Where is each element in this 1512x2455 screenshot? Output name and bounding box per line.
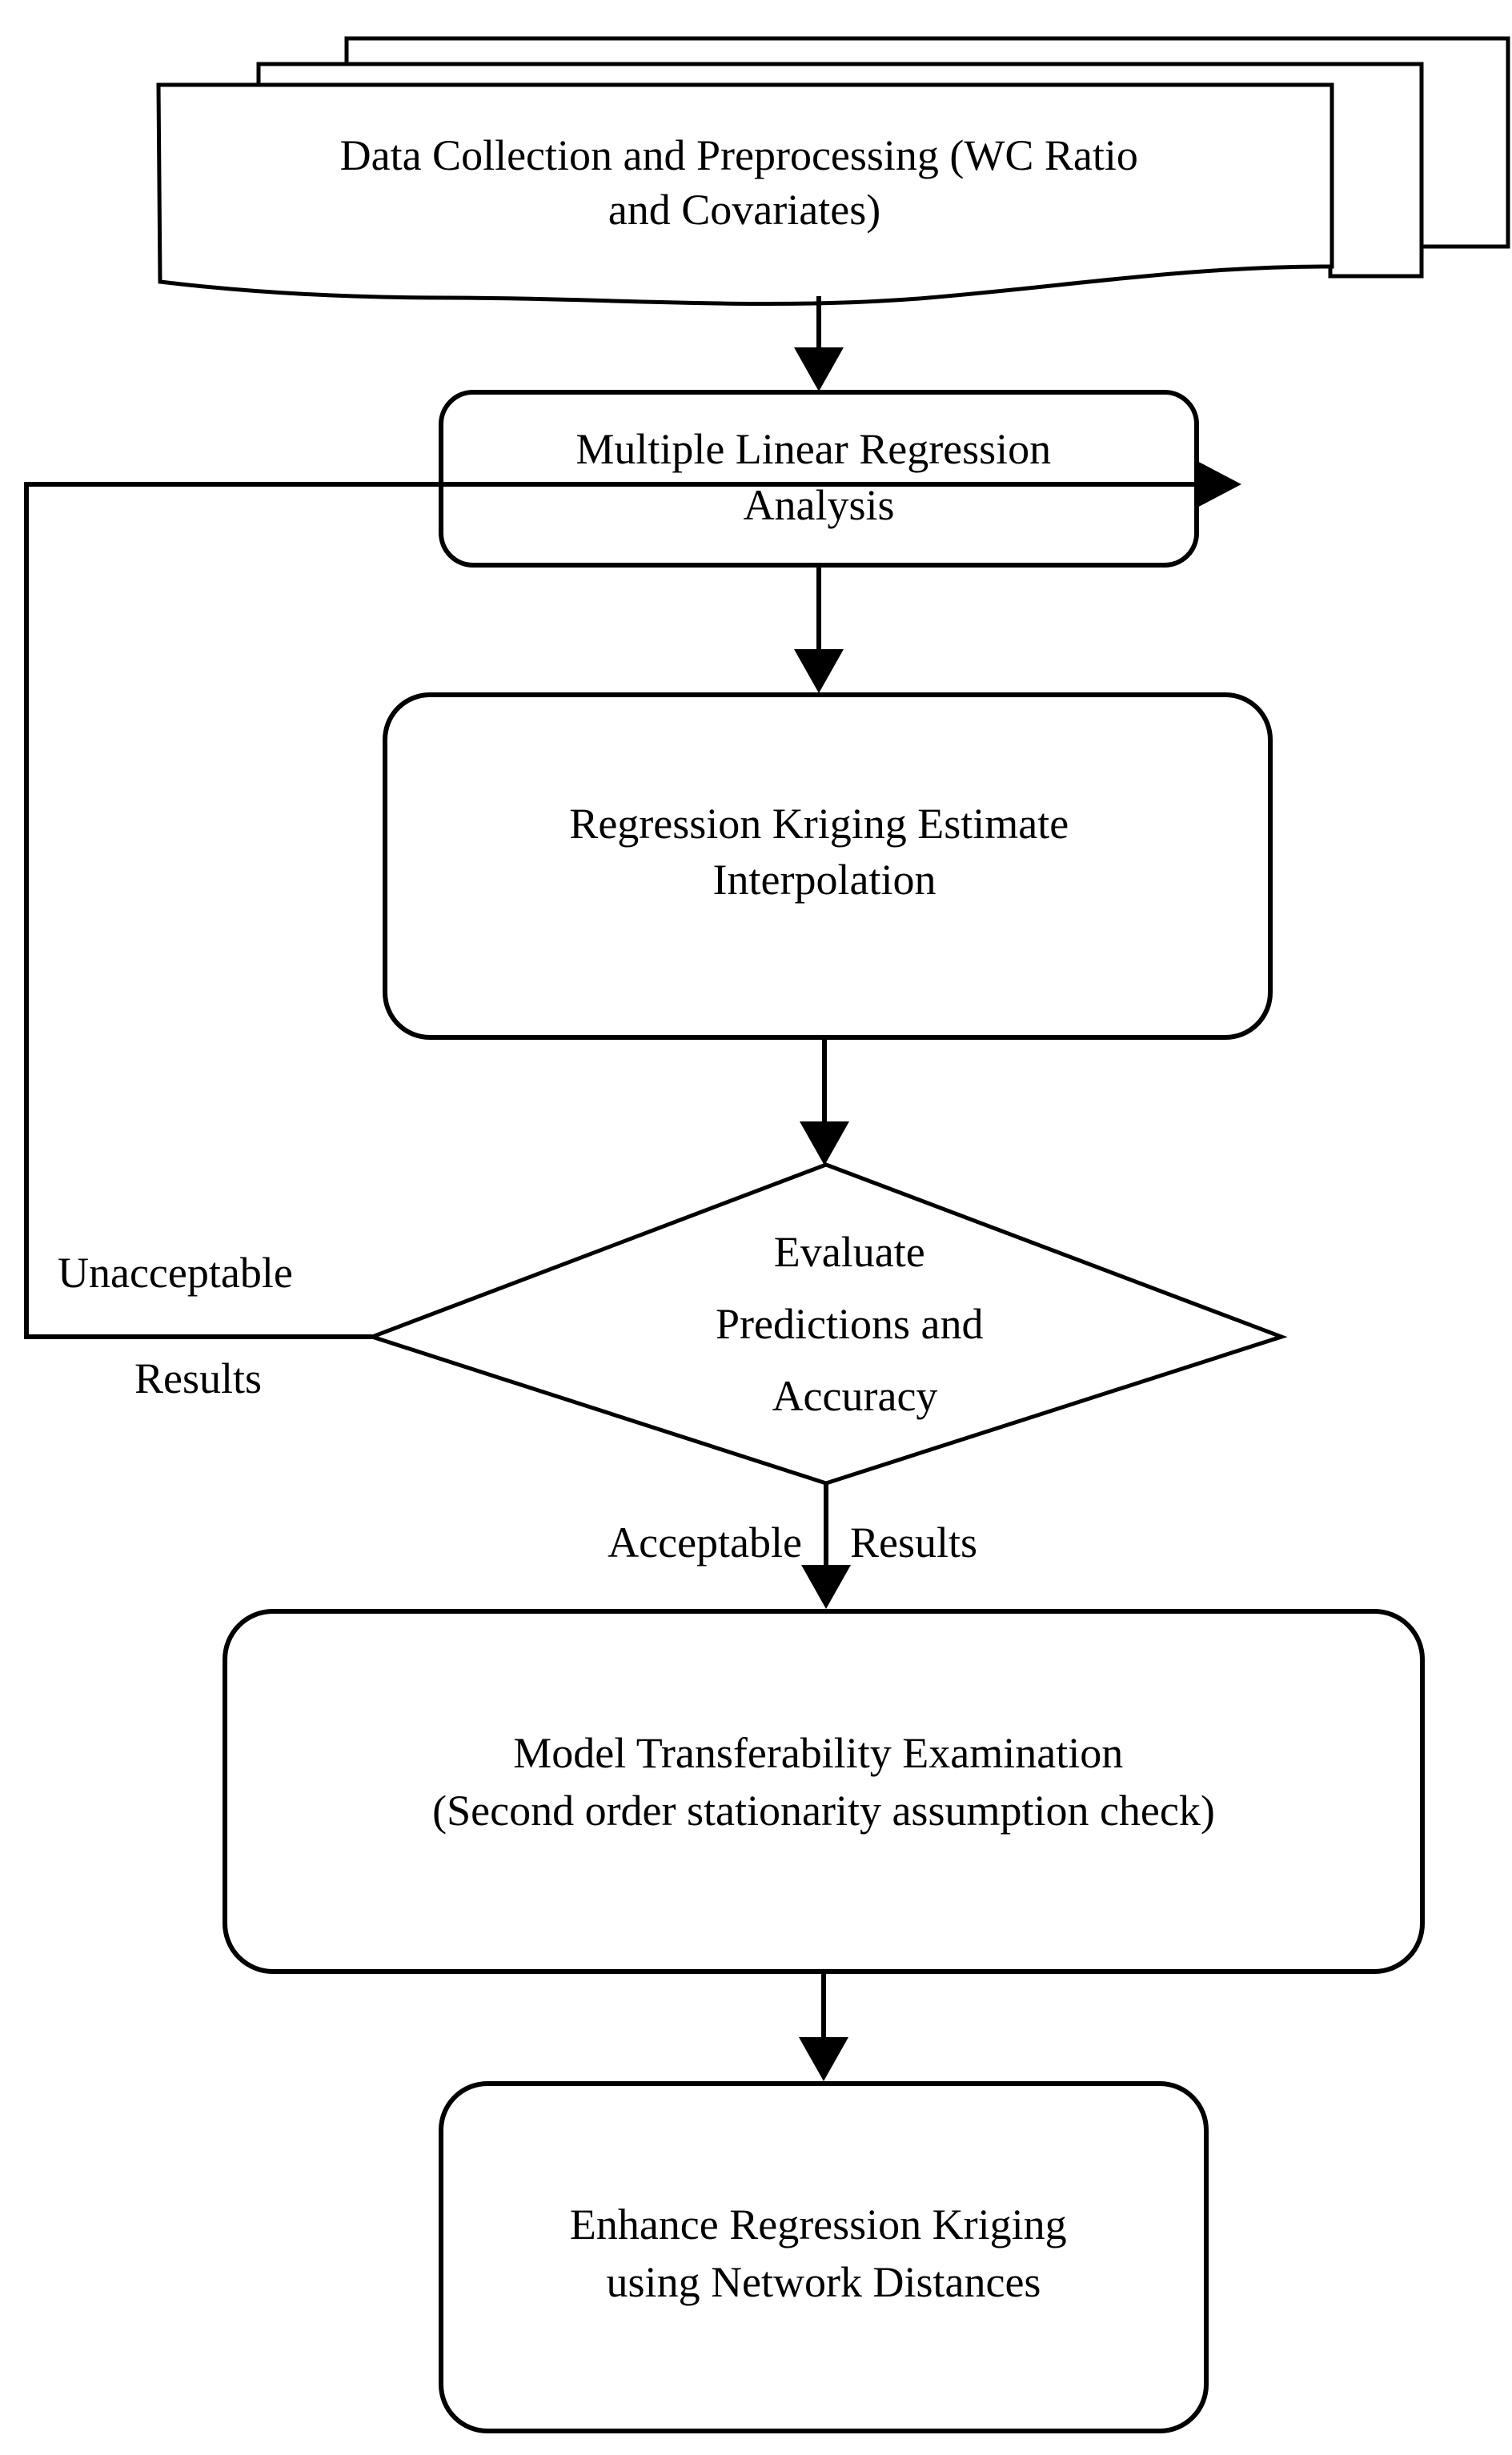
node-data-collection[interactable]: Data Collection and Preprocessing (WC Ra…	[156, 36, 1510, 307]
edge-transferability-to-enhance	[799, 1973, 848, 2081]
node-evaluate-line3: Accuracy	[772, 1372, 938, 1420]
node-mlr-line2: Analysis	[744, 481, 895, 529]
edge-label-results-word: Results	[850, 1518, 977, 1566]
node-evaluate-text: Evaluate Predictions and Accuracy	[716, 1228, 994, 1420]
edge-label-acceptable-word: Acceptable	[608, 1518, 802, 1566]
node-regression-kriging-interpolation[interactable]: Regression Kriging Estimate Interpolatio…	[383, 692, 1273, 1040]
edge-evaluate-acceptable-to-transferability	[801, 1483, 851, 1609]
arrow-head-down	[794, 649, 844, 693]
node-transferability-box	[223, 1609, 1425, 1974]
node-kriging-text: Regression Kriging Estimate Interpolatio…	[569, 800, 1079, 904]
node-transferability-line2: (Second order stationarity assumption ch…	[432, 1787, 1215, 1835]
node-multiple-linear-regression[interactable]: Multiple Linear Regression Analysis	[439, 390, 1199, 568]
arrow-head-down	[800, 1121, 849, 1165]
node-kriging-line1: Regression Kriging Estimate	[569, 800, 1069, 848]
node-data-collection-line2: and Covariates)	[608, 186, 880, 234]
node-enhance-text: Enhance Regression Kriging using Network…	[570, 2200, 1077, 2306]
node-enhance-box	[439, 2081, 1209, 2433]
arrow-head-right	[1194, 459, 1241, 509]
node-evaluate-line2: Predictions and	[716, 1300, 983, 1348]
node-enhance-regression-kriging[interactable]: Enhance Regression Kriging using Network…	[439, 2081, 1209, 2433]
document-sheet-front	[156, 82, 1334, 307]
node-evaluate-decision[interactable]: Evaluate Predictions and Accuracy	[366, 1162, 1288, 1486]
node-kriging-box	[383, 692, 1273, 1040]
node-data-collection-line1: Data Collection and Preprocessing (WC Ra…	[340, 131, 1138, 179]
arrow-head-down	[794, 347, 844, 391]
edge-data-collection-to-mlr	[794, 296, 844, 391]
edge-label-acceptable: Acceptable	[608, 1518, 802, 1566]
node-data-collection-text: Data Collection and Preprocessing (WC Ra…	[340, 131, 1149, 234]
node-mlr-box	[439, 390, 1199, 568]
node-model-transferability[interactable]: Model Transferability Examination (Secon…	[223, 1609, 1425, 1974]
arrow-head-down	[799, 2037, 848, 2081]
node-enhance-line2: using Network Distances	[607, 2258, 1041, 2306]
edge-label-unacceptable-line1: Unacceptable	[58, 1249, 293, 1297]
node-transferability-text: Model Transferability Examination (Secon…	[432, 1729, 1215, 1835]
arrow-head-down	[801, 1565, 851, 1609]
node-transferability-line1: Model Transferability Examination	[513, 1729, 1123, 1777]
edge-kriging-to-evaluate	[800, 1039, 849, 1165]
edge-mlr-to-kriging	[794, 567, 844, 693]
edge-label-results: Results	[850, 1518, 977, 1566]
edge-label-unacceptable: Unacceptable	[58, 1249, 293, 1297]
edge-label-unacceptable-results: Results	[134, 1354, 262, 1402]
node-enhance-line1: Enhance Regression Kriging	[570, 2200, 1067, 2248]
node-evaluate-line1: Evaluate	[774, 1228, 925, 1276]
edge-evaluate-unacceptable-to-mlr	[24, 459, 1241, 1339]
node-kriging-line2: Interpolation	[713, 856, 936, 904]
edge-label-unacceptable-line2: Results	[134, 1354, 262, 1402]
node-mlr-line1: Multiple Linear Regression	[576, 425, 1051, 473]
node-mlr-text: Multiple Linear Regression Analysis	[576, 425, 1061, 529]
